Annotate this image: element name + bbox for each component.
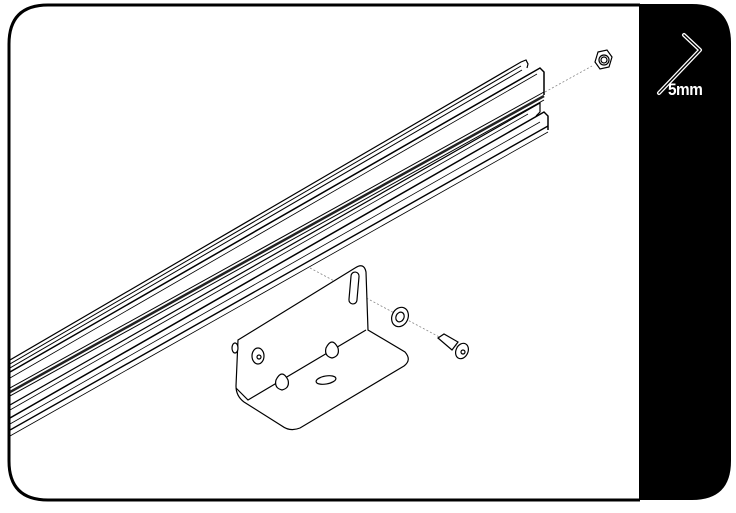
tool-size-label: 5mm — [668, 80, 703, 99]
hex-key-icon — [657, 33, 702, 95]
washer — [391, 306, 409, 328]
button-head-bolt — [437, 333, 470, 360]
l-bracket — [231, 265, 409, 431]
hex-nut — [594, 49, 613, 70]
aluminum-rail — [10, 59, 549, 437]
frame-border — [7, 3, 640, 502]
tool-panel — [639, 4, 731, 500]
